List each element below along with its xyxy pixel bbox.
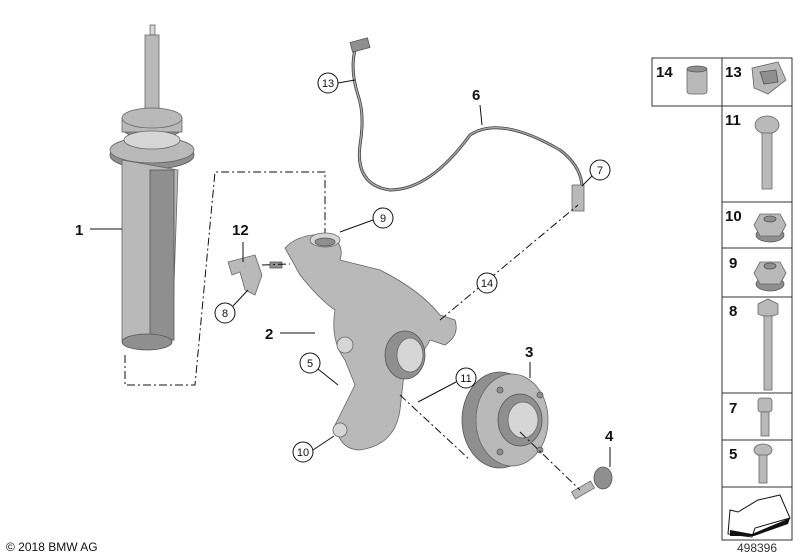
wheel-hub-part[interactable]: [461, 371, 549, 469]
callout-2: 2: [265, 326, 273, 343]
callout-13: 13: [317, 72, 356, 94]
svg-text:7: 7: [597, 165, 603, 177]
bolt-5-icon: [753, 443, 773, 484]
callout-1: 1: [75, 222, 83, 239]
bolt-7-icon: [757, 397, 773, 437]
svg-text:13: 13: [322, 78, 334, 90]
panel-label-8: 8: [729, 303, 737, 320]
svg-text:11: 11: [460, 373, 471, 385]
bolt-8-icon: [757, 298, 779, 391]
abs-sensor-cable-part[interactable]: [349, 37, 585, 212]
callout-4: 4: [605, 428, 614, 445]
panel-label-11: 11: [725, 112, 741, 129]
bushing-icon: [686, 65, 708, 95]
callout-5: 5: [299, 352, 339, 386]
parts-panel: 14 13 11 10 9 8 7 5: [651, 57, 793, 541]
svg-text:10: 10: [297, 447, 309, 459]
callout-12: 12: [232, 222, 249, 239]
callout-7: 7: [581, 159, 611, 187]
callout-10: 10: [292, 435, 335, 463]
shock-absorber-part[interactable]: [109, 24, 195, 351]
nut-10-icon: [753, 213, 787, 243]
clip-part[interactable]: [227, 254, 283, 296]
callout-14: 14: [476, 272, 498, 294]
panel-label-9: 9: [729, 255, 737, 272]
diagram-id: 498396: [736, 541, 778, 555]
callout-9: 9: [339, 207, 394, 233]
steering-knuckle-part[interactable]: [284, 232, 457, 451]
navigation-arrow-icon[interactable]: [727, 494, 791, 538]
svg-text:5: 5: [307, 358, 313, 370]
nut-9-icon: [753, 261, 787, 292]
callout-11: 11: [417, 367, 477, 403]
copyright-text: © 2018 BMW AG: [6, 540, 98, 554]
svg-text:9: 9: [380, 213, 386, 225]
panel-label-14: 14: [656, 64, 673, 81]
panel-label-5: 5: [729, 446, 737, 463]
bolt-11-icon: [754, 115, 780, 190]
panel-label-7: 7: [729, 400, 737, 417]
callout-3: 3: [525, 344, 533, 361]
panel-label-13: 13: [725, 64, 742, 81]
svg-text:14: 14: [481, 278, 493, 290]
callout-6: 6: [472, 87, 480, 104]
clip-icon: [751, 61, 787, 95]
hub-bolt-part[interactable]: [570, 466, 613, 500]
svg-text:8: 8: [222, 308, 228, 320]
callout-8: 8: [214, 289, 249, 324]
panel-label-10: 10: [725, 208, 742, 225]
